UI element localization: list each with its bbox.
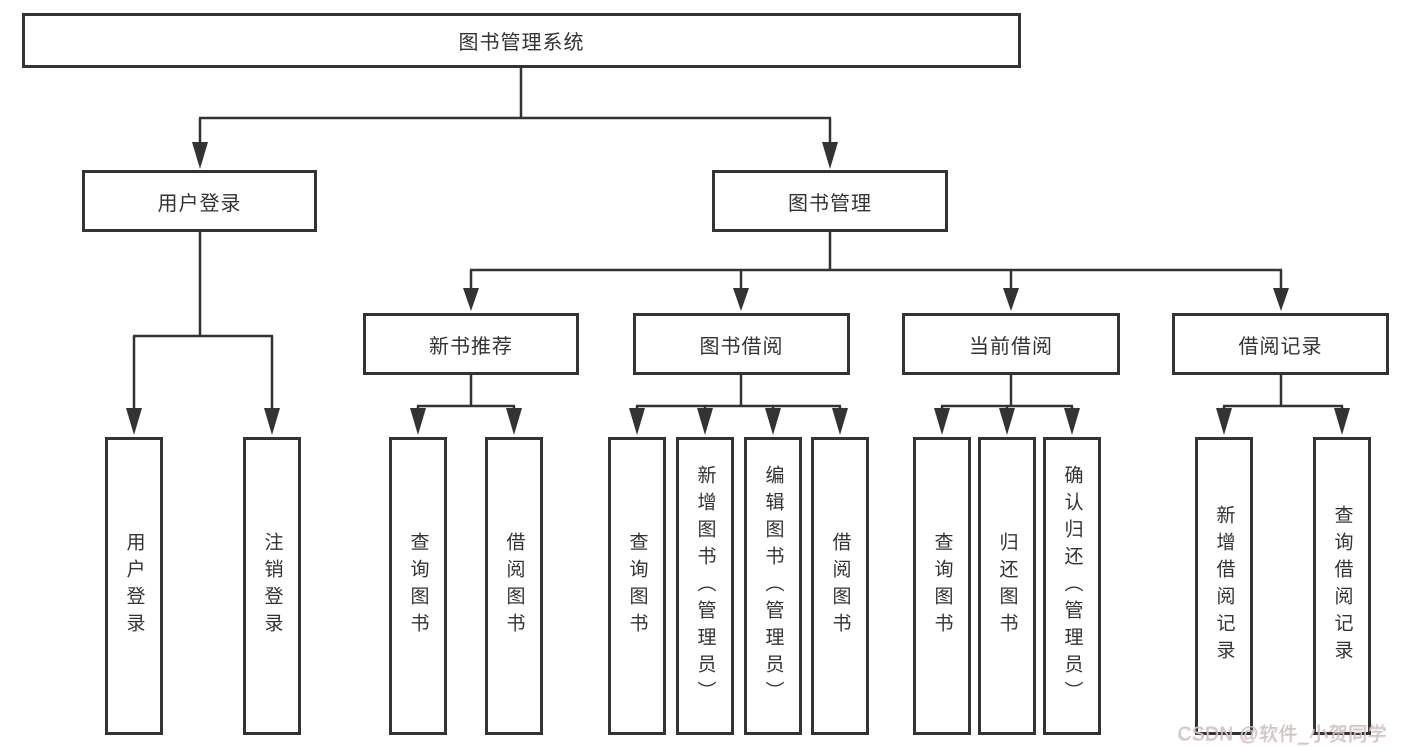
leaf-query-books-borrowing-label: 查询图书 <box>626 532 648 640</box>
node-book-management-label: 图书管理 <box>788 192 872 215</box>
arrowhead-icons <box>126 142 1350 435</box>
leaf-borrow-books: 借阅图书 <box>811 437 869 735</box>
node-user-login-label: 用户登录 <box>157 192 242 215</box>
leaf-add-borrow-record-label: 新增借阅记录 <box>1213 505 1235 667</box>
node-book-borrowing-label: 图书借阅 <box>699 335 784 358</box>
leaf-query-books-recommend: 查询图书 <box>389 437 447 735</box>
leaf-return-book: 归还图书 <box>978 437 1036 735</box>
leaf-add-book-admin: 新增图书（管理员） <box>676 437 734 735</box>
leaf-borrow-books-recommend-label: 借阅图书 <box>503 532 525 640</box>
node-current-borrowing: 当前借阅 <box>902 313 1120 375</box>
leaf-return-book-label: 归还图书 <box>996 532 1018 640</box>
node-current-borrowing-label: 当前借阅 <box>969 335 1053 358</box>
leaf-user-login-label: 用户登录 <box>123 532 145 640</box>
leaf-add-borrow-record: 新增借阅记录 <box>1195 437 1253 735</box>
leaf-borrow-books-label: 借阅图书 <box>829 532 851 640</box>
node-book-borrowing: 图书借阅 <box>633 313 850 375</box>
leaf-query-borrow-record: 查询借阅记录 <box>1313 437 1371 735</box>
node-user-login: 用户登录 <box>82 170 317 232</box>
leaf-query-borrow-record-label: 查询借阅记录 <box>1331 505 1353 667</box>
leaf-edit-book-admin: 编辑图书（管理员） <box>744 437 802 735</box>
node-book-management: 图书管理 <box>712 170 948 232</box>
leaf-edit-book-admin-label: 编辑图书（管理员） <box>762 464 784 708</box>
node-borrowing-records-label: 借阅记录 <box>1238 335 1323 358</box>
node-new-book-recommend: 新书推荐 <box>363 313 579 375</box>
leaf-confirm-return-admin-label: 确认归还（管理员） <box>1061 464 1083 708</box>
leaf-query-books-recommend-label: 查询图书 <box>407 532 429 640</box>
leaf-confirm-return-admin: 确认归还（管理员） <box>1043 437 1101 735</box>
leaf-query-books-current-label: 查询图书 <box>931 532 953 640</box>
node-root-system: 图书管理系统 <box>22 13 1021 68</box>
leaf-add-book-admin-label: 新增图书（管理员） <box>694 464 716 708</box>
leaf-query-books-borrowing: 查询图书 <box>608 437 666 735</box>
leaf-borrow-books-recommend: 借阅图书 <box>485 437 543 735</box>
leaf-query-books-current: 查询图书 <box>913 437 971 735</box>
leaf-logout: 注销登录 <box>243 437 301 735</box>
node-root-label: 图书管理系统 <box>458 32 585 54</box>
node-new-book-recommend-label: 新书推荐 <box>429 335 513 358</box>
leaf-user-login: 用户登录 <box>105 437 163 735</box>
csdn-watermark: CSDN @软件_小贺同学 <box>1178 724 1388 745</box>
leaf-logout-label: 注销登录 <box>261 532 283 640</box>
node-borrowing-records: 借阅记录 <box>1172 313 1389 375</box>
